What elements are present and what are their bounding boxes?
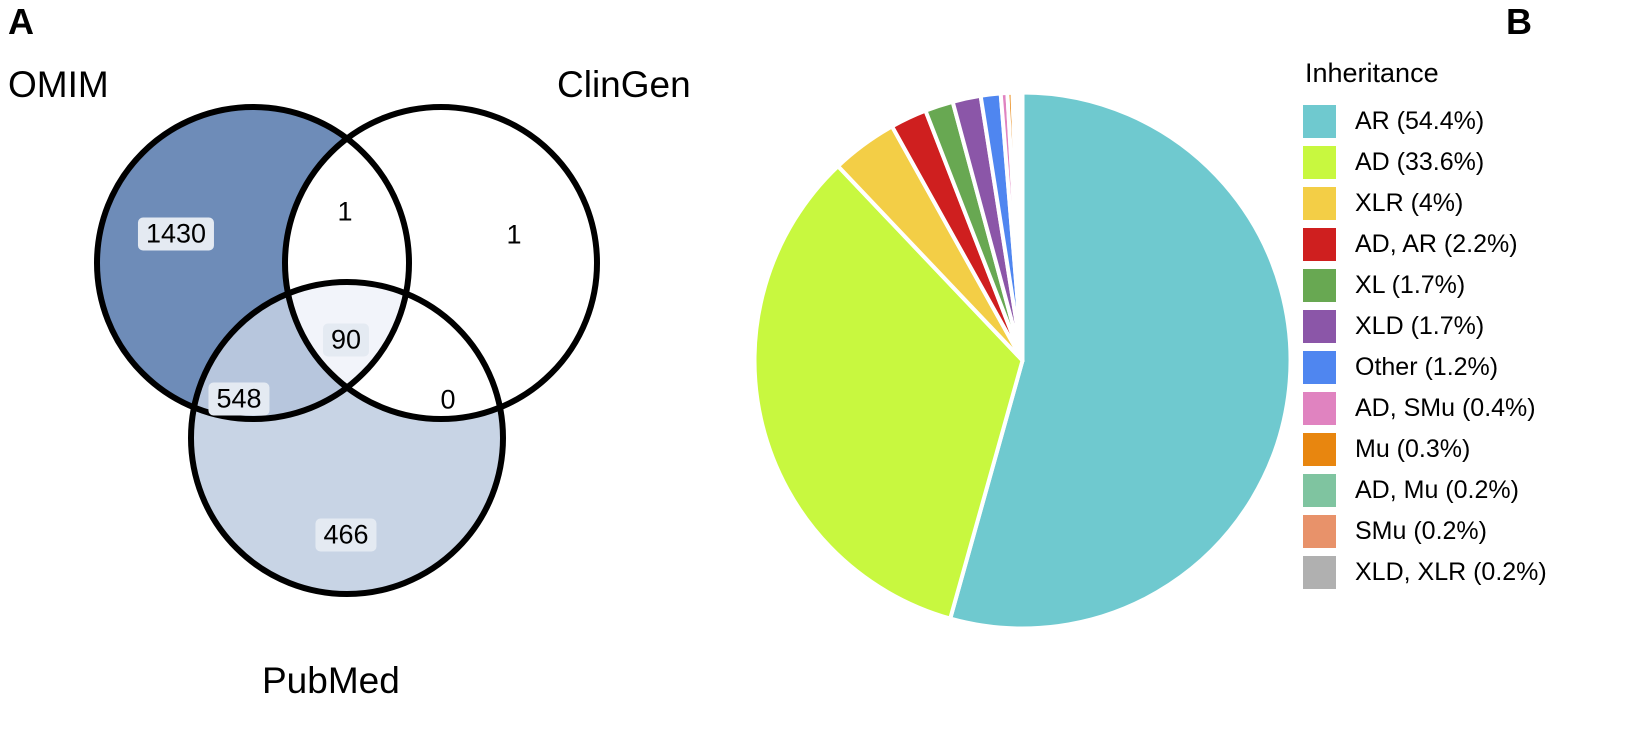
legend-row-ad: AD (33.6%)	[1303, 142, 1633, 183]
venn-count-clingen_pubmed: 0	[440, 384, 456, 415]
venn-set-label-clingen: ClinGen	[557, 64, 691, 105]
legend-label-xld-xlr: XLD, XLR (0.2%)	[1355, 558, 1547, 586]
legend-label-ad: AD (33.6%)	[1355, 148, 1485, 176]
legend-row-ad-mu: AD, Mu (0.2%)	[1303, 470, 1633, 511]
legend-row-xld-xlr: XLD, XLR (0.2%)	[1303, 552, 1633, 593]
legend-title: Inheritance	[1305, 58, 1439, 88]
legend-label-smu: SMu (0.2%)	[1355, 517, 1487, 545]
venn-count-omim_pubmed: 548	[208, 382, 270, 416]
legend-row-other: Other (1.2%)	[1303, 347, 1633, 388]
venn-count-omim_only: 1430	[137, 217, 215, 251]
pie-slice-ar	[948, 90, 1293, 631]
pie-chart	[752, 90, 1293, 631]
legend-label-ad-smu: AD, SMu (0.4%)	[1355, 394, 1536, 422]
legend-label-ad-mu: AD, Mu (0.2%)	[1355, 476, 1519, 504]
legend-row-ar: AR (54.4%)	[1303, 101, 1633, 142]
legend-row-ad-smu: AD, SMu (0.4%)	[1303, 388, 1633, 429]
legend-label-other: Other (1.2%)	[1355, 353, 1499, 381]
venn-count-omim_clingen_pubmed: 90	[322, 323, 370, 357]
legend-swatch-xlr	[1303, 187, 1336, 220]
pie-slice-xld-xlr	[1017, 90, 1025, 363]
venn-circle-pubmed	[188, 279, 506, 597]
legend-row-smu: SMu (0.2%)	[1303, 511, 1633, 552]
panel-b-pie: B Inheritance AR (54.4%) AD (33.6%) XLR (4…	[740, 0, 1642, 737]
legend-swatch-mu	[1303, 433, 1336, 466]
legend-swatch-ad-smu	[1303, 392, 1336, 425]
venn-count-omim_clingen: 1	[337, 196, 353, 227]
legend-swatch-ad	[1303, 146, 1336, 179]
panel-a-letter: A	[8, 1, 34, 42]
legend-label-ad-ar: AD, AR (2.2%)	[1355, 230, 1518, 258]
legend-rows: AR (54.4%) AD (33.6%) XLR (4%) AD, AR (2.2%…	[1303, 101, 1633, 593]
legend-row-xl: XL (1.7%)	[1303, 265, 1633, 306]
legend-swatch-ad-mu	[1303, 474, 1336, 507]
venn-circle-omim	[94, 104, 412, 422]
venn-diagram	[94, 104, 600, 597]
legend-row-ad-ar: AD, AR (2.2%)	[1303, 224, 1633, 265]
legend-label-mu: Mu (0.3%)	[1355, 435, 1471, 463]
pie-legend: Inheritance AR (54.4%) AD (33.6%) XLR (4%)…	[1303, 60, 1633, 593]
legend-label-xl: XL (1.7%)	[1355, 271, 1466, 299]
venn-count-pubmed_only: 466	[315, 518, 377, 552]
legend-swatch-xl	[1303, 269, 1336, 302]
panel-a-venn: A	[0, 0, 740, 737]
legend-label-xlr: XLR (4%)	[1355, 189, 1464, 217]
legend-row-mu: Mu (0.3%)	[1303, 429, 1633, 470]
pie-slice-ad	[752, 164, 1025, 621]
legend-label-xld: XLD (1.7%)	[1355, 312, 1485, 340]
venn-count-clingen_only: 1	[506, 219, 522, 250]
venn-set-label-omim: OMIM	[8, 64, 109, 105]
panel-b-letter: B	[1506, 1, 1532, 42]
legend-swatch-other	[1303, 351, 1336, 384]
legend-label-ar: AR (54.4%)	[1355, 107, 1485, 135]
legend-row-xlr: XLR (4%)	[1303, 183, 1633, 224]
venn-circle-clingen	[282, 104, 600, 422]
legend-swatch-xld	[1303, 310, 1336, 343]
pie-slices	[752, 90, 1293, 631]
legend-row-xld: XLD (1.7%)	[1303, 306, 1633, 347]
legend-swatch-smu	[1303, 515, 1336, 548]
venn-set-label-pubmed: PubMed	[262, 660, 400, 701]
legend-swatch-xld-xlr	[1303, 556, 1336, 589]
legend-swatch-ad-ar	[1303, 228, 1336, 261]
legend-swatch-ar	[1303, 105, 1336, 138]
